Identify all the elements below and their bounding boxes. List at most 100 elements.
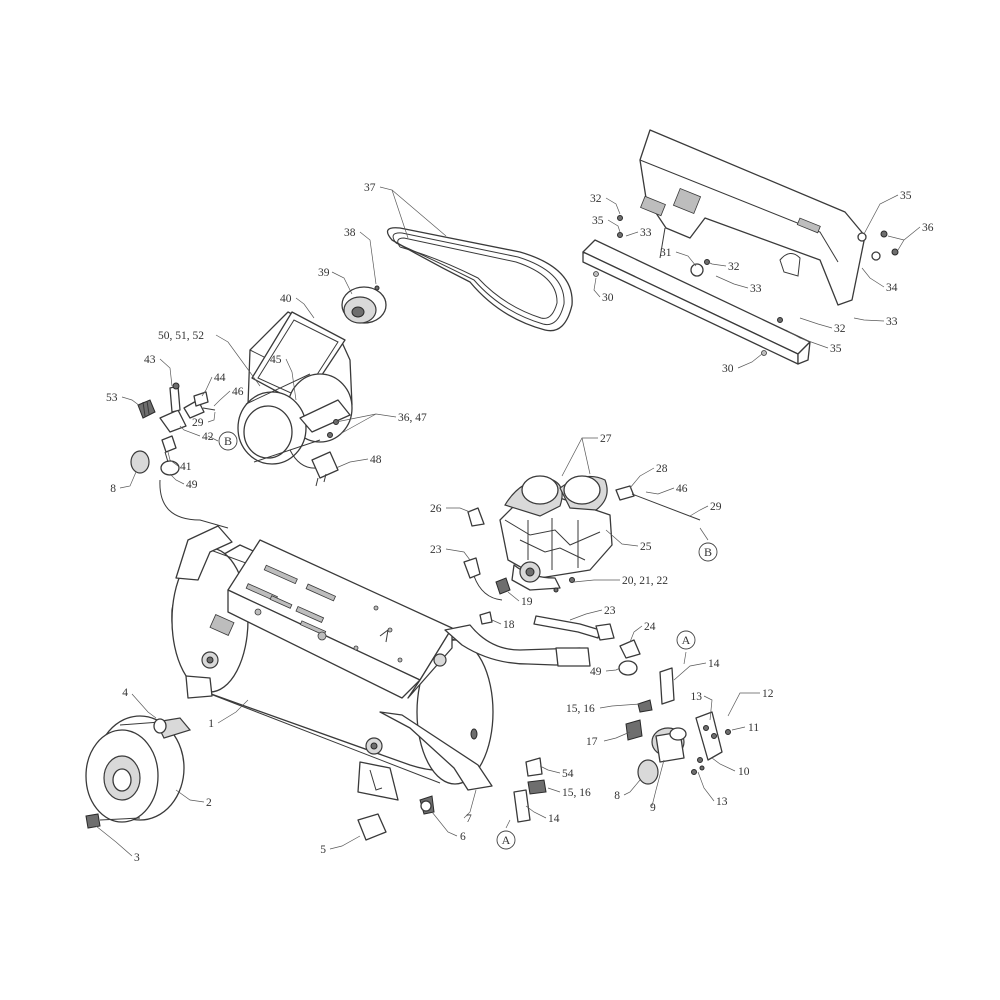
leader-line-36-b [887, 235, 905, 241]
fitting-18 [479, 611, 493, 625]
part-label-33c: 33 [886, 316, 898, 328]
part-label-38: 38 [344, 227, 356, 239]
tank-handle [175, 525, 233, 581]
leader-line-10 [711, 757, 736, 772]
part-label-18: 18 [503, 619, 515, 631]
leader-line-11 [731, 726, 746, 731]
leader-line-202122 [573, 579, 620, 583]
leader-line-1516a [599, 703, 641, 709]
discharge-tube [444, 624, 591, 667]
fitting-28 [615, 485, 635, 501]
part-label-8b: 8 [614, 790, 620, 802]
part-label-45: 45 [270, 354, 282, 366]
leader-line-54 [539, 765, 561, 774]
part-label-24: 24 [644, 621, 656, 633]
leader-line-12 [727, 692, 760, 717]
fitting-15-16 [527, 779, 547, 795]
leader-line-B-left [207, 435, 219, 442]
guard-vent-right [796, 217, 821, 234]
part-label-31: 31 [660, 247, 672, 259]
part-label-34: 34 [886, 282, 898, 294]
part-label-37: 37 [364, 182, 376, 194]
part-label-35c: 35 [830, 343, 842, 355]
part-label-54: 54 [562, 768, 574, 780]
part-label-32a: 32 [590, 193, 602, 205]
leader-line-27-b [581, 437, 591, 475]
guard-washer [871, 251, 881, 261]
tank-foot-right [357, 761, 399, 801]
v-belt [386, 227, 573, 332]
belt-guard [639, 129, 881, 306]
leader-line-25 [605, 529, 639, 547]
leader-line-3647-b [339, 413, 377, 435]
leader-line-14a [673, 662, 707, 681]
connector-B-right: B [698, 542, 718, 562]
part-label-43: 43 [144, 354, 156, 366]
leader-line-5 [329, 835, 361, 850]
part-label-29a: 29 [192, 417, 204, 429]
leader-line-29b [689, 505, 709, 517]
leader-line-46a [213, 390, 231, 407]
part-label-30b: 30 [722, 363, 734, 375]
part-label-35a: 35 [592, 215, 604, 227]
leader-line-6 [431, 811, 458, 837]
pressure-switch-assembly [130, 382, 216, 476]
washer-4 [153, 718, 167, 734]
part-label-23b: 23 [604, 605, 616, 617]
leader-line-53 [121, 396, 141, 407]
leader-line-45 [285, 358, 297, 401]
leader-line-46b [645, 487, 675, 495]
leader-line-37-b [391, 189, 447, 237]
leader-line-1516b [547, 787, 561, 793]
part-label-17: 17 [586, 736, 598, 748]
leader-line-23a [445, 548, 471, 561]
connector-circle [676, 630, 696, 650]
leader-line-33c [853, 317, 885, 322]
leader-line-36 [897, 226, 921, 251]
part-label-32c: 32 [834, 323, 846, 335]
connector-A-top: A [676, 630, 696, 650]
part-label-49b: 49 [590, 666, 602, 678]
part-label-9: 9 [650, 802, 656, 814]
power-cord-plug [289, 449, 339, 487]
part-label-505152: 50, 51, 52 [158, 330, 204, 342]
leader-line-8b [623, 779, 641, 796]
compressor-pump [499, 475, 613, 593]
leader-line-19 [507, 591, 520, 602]
part-label-5: 5 [320, 844, 326, 856]
part-label-26: 26 [430, 503, 442, 515]
intake-fitting-26 [467, 507, 485, 527]
nipple-14-lower [513, 789, 531, 823]
tube-29 [631, 493, 701, 521]
leader-line-40 [295, 297, 315, 319]
leader-line-44 [201, 376, 213, 397]
leader-line-34 [861, 267, 885, 288]
part-label-46a: 46 [232, 386, 244, 398]
connector-circle [496, 830, 516, 850]
part-label-3647: 36, 47 [398, 412, 427, 424]
wheel [85, 715, 185, 823]
axle-nut [85, 813, 101, 829]
leader-line-35c [785, 329, 829, 349]
connector-letter: A [682, 633, 691, 647]
part-label-19: 19 [521, 596, 533, 608]
leader-line-B-right [699, 527, 709, 541]
part-label-27: 27 [600, 433, 612, 445]
leader-line-1 [217, 699, 249, 724]
part-label-40: 40 [280, 293, 292, 305]
part-label-28: 28 [656, 463, 668, 475]
leader-line-8a [119, 471, 137, 489]
leader-line-41 [167, 451, 179, 467]
leader-line-13b [697, 771, 715, 802]
leader-line-13a [703, 695, 713, 721]
part-label-35b: 35 [900, 190, 912, 202]
leader-line-48 [335, 458, 369, 469]
part-label-6: 6 [460, 831, 466, 843]
leader-line-42 [179, 425, 201, 437]
leader-line-33b [715, 275, 749, 289]
part-label-3: 3 [134, 852, 140, 864]
leader-line-43 [159, 358, 173, 387]
part-label-53: 53 [106, 392, 118, 404]
leader-line-33a [625, 231, 639, 237]
